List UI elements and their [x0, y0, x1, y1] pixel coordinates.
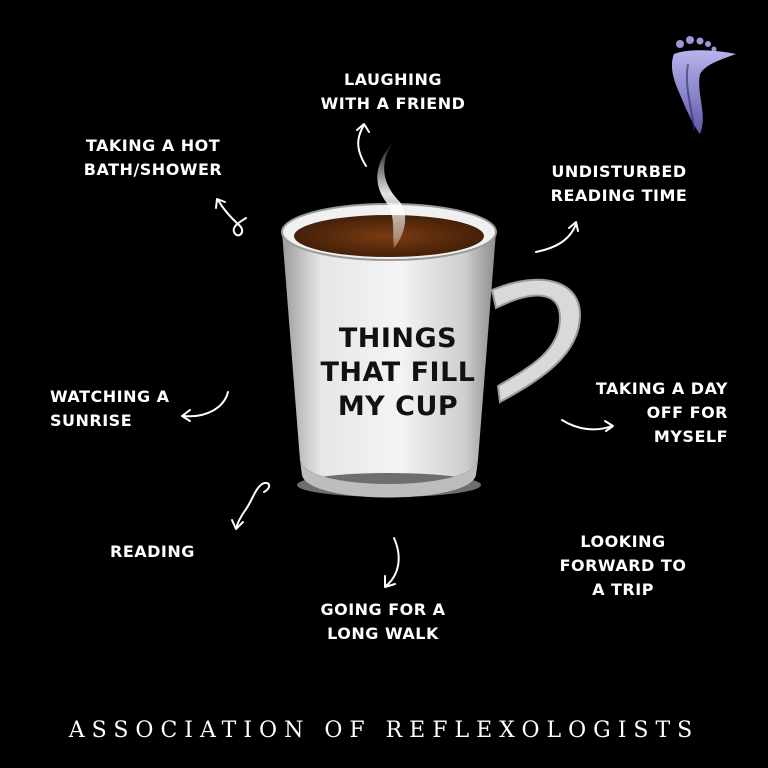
mug-title: THINGS THAT FILL MY CUP — [318, 322, 478, 424]
arrow-icon — [356, 123, 370, 167]
item-line: LONG WALK — [327, 624, 439, 643]
mug-title-line: THINGS — [338, 323, 458, 354]
item-hot-bath: TAKING A HOT BATH/SHOWER — [78, 134, 228, 182]
arrow-icon — [181, 391, 229, 422]
item-day-off: TAKING A DAY OFF FOR MYSELF — [578, 377, 728, 449]
arrow-icon — [561, 419, 614, 432]
item-line: SUNRISE — [50, 411, 133, 430]
arrow-icon — [384, 537, 400, 588]
item-line: TAKING A HOT — [85, 136, 221, 155]
arrow-icon — [535, 221, 579, 253]
item-line: UNDISTURBED — [551, 162, 687, 181]
item-line: OFF FOR — [646, 403, 728, 422]
item-reading: READING — [110, 540, 230, 564]
item-laughing: LAUGHING WITH A FRIEND — [318, 68, 468, 116]
footer-organization: ASSOCIATION OF REFLEXOLOGISTS — [68, 718, 700, 743]
item-line: TAKING A DAY — [595, 379, 728, 398]
item-line: A TRIP — [592, 580, 654, 599]
item-line: WATCHING A — [50, 387, 170, 406]
item-line: READING TIME — [550, 186, 688, 205]
item-line: BATH/SHOWER — [83, 160, 223, 179]
item-line: LAUGHING — [343, 70, 443, 89]
item-undisturbed-reading: UNDISTURBED READING TIME — [544, 160, 694, 208]
item-line: WITH A FRIEND — [320, 94, 466, 113]
item-line: READING — [110, 542, 195, 561]
arrow-icon — [215, 198, 247, 237]
reflexology-logo-icon — [671, 36, 736, 134]
item-long-walk: GOING FOR A LONG WALK — [308, 598, 458, 646]
item-sunrise: WATCHING A SUNRISE — [50, 385, 200, 433]
arrow-icon — [231, 482, 270, 530]
item-line: GOING FOR A — [320, 600, 446, 619]
item-line: LOOKING — [580, 532, 666, 551]
item-trip: LOOKING FORWARD TO A TRIP — [548, 530, 698, 602]
mug-title-line: THAT FILL — [320, 357, 476, 388]
coffee-mug-icon — [281, 140, 582, 498]
item-line: FORWARD TO — [559, 556, 687, 575]
mug-title-line: MY CUP — [337, 391, 459, 422]
item-line: MYSELF — [653, 427, 728, 446]
